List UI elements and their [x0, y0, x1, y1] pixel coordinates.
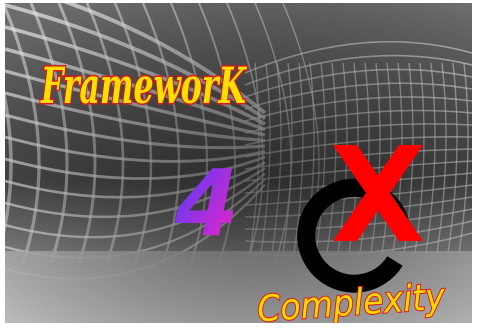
number-four: 4 [174, 150, 239, 257]
banner-image: FrameworK 4 Complexity [5, 3, 472, 323]
framework-title: FrameworK [40, 56, 248, 115]
x-mark-icon [333, 145, 423, 241]
